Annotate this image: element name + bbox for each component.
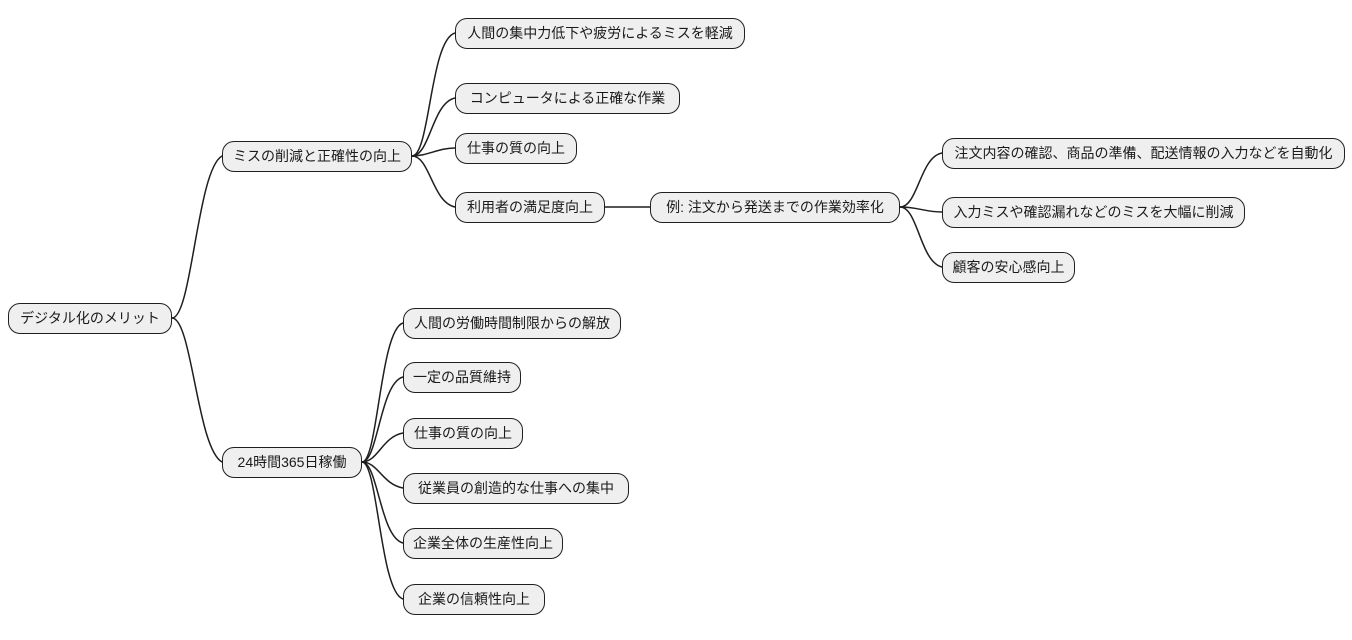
edge-root-miss [171, 155, 223, 319]
mindmap-node-input-miss-reduction: 入力ミスや確認漏れなどのミスを大幅に削減 [942, 197, 1245, 228]
mindmap-node-company-productivity: 企業全体の生産性向上 [403, 528, 563, 559]
mindmap-node-work-quality-1: 仕事の質の向上 [455, 133, 577, 164]
edge-always-c2 [361, 376, 404, 463]
mindmap-node-error-reduction: ミスの削減と正確性の向上 [222, 141, 412, 172]
edge-example-ex1 [899, 152, 943, 208]
mindmap-node-creative-focus: 従業員の創造的な仕事への集中 [403, 473, 629, 504]
mindmap-node-fatigue-miss: 人間の集中力低下や疲労によるミスを軽減 [455, 18, 745, 49]
mindmap-node-work-quality-2: 仕事の質の向上 [403, 418, 523, 449]
mindmap-node-auto-order-tasks: 注文内容の確認、商品の準備、配送情報の入力などを自動化 [942, 138, 1345, 169]
edge-miss-c3 [411, 147, 456, 157]
edge-always-c6 [361, 461, 404, 600]
mindmap-node-247-operation: 24時間365日稼働 [222, 447, 362, 478]
mindmap-node-customer-reassurance: 顧客の安心感向上 [942, 252, 1075, 283]
mindmap-node-root: デジタル化のメリット [8, 303, 172, 334]
edge-always-c3 [361, 432, 404, 463]
mindmap-node-constant-quality: 一定の品質維持 [403, 362, 521, 393]
edge-example-ex2 [899, 206, 943, 213]
mindmap-node-computer-accuracy: コンピュータによる正確な作業 [455, 83, 680, 114]
edge-always-c5 [361, 461, 404, 544]
mindmap-node-company-reliability: 企業の信頼性向上 [403, 584, 545, 615]
edge-example-ex3 [899, 206, 943, 268]
edge-root-always [171, 317, 223, 463]
mindmap-node-user-satisfaction: 利用者の満足度向上 [455, 192, 605, 223]
mindmap-node-labor-limit-free: 人間の労働時間制限からの解放 [403, 308, 621, 339]
edge-miss-c4 [411, 155, 456, 208]
edge-miss-c1 [411, 32, 456, 157]
edge-always-c1 [361, 322, 404, 463]
edge-miss-c2 [411, 97, 456, 157]
mindmap-node-example-order: 例: 注文から発送までの作業効率化 [650, 192, 900, 223]
